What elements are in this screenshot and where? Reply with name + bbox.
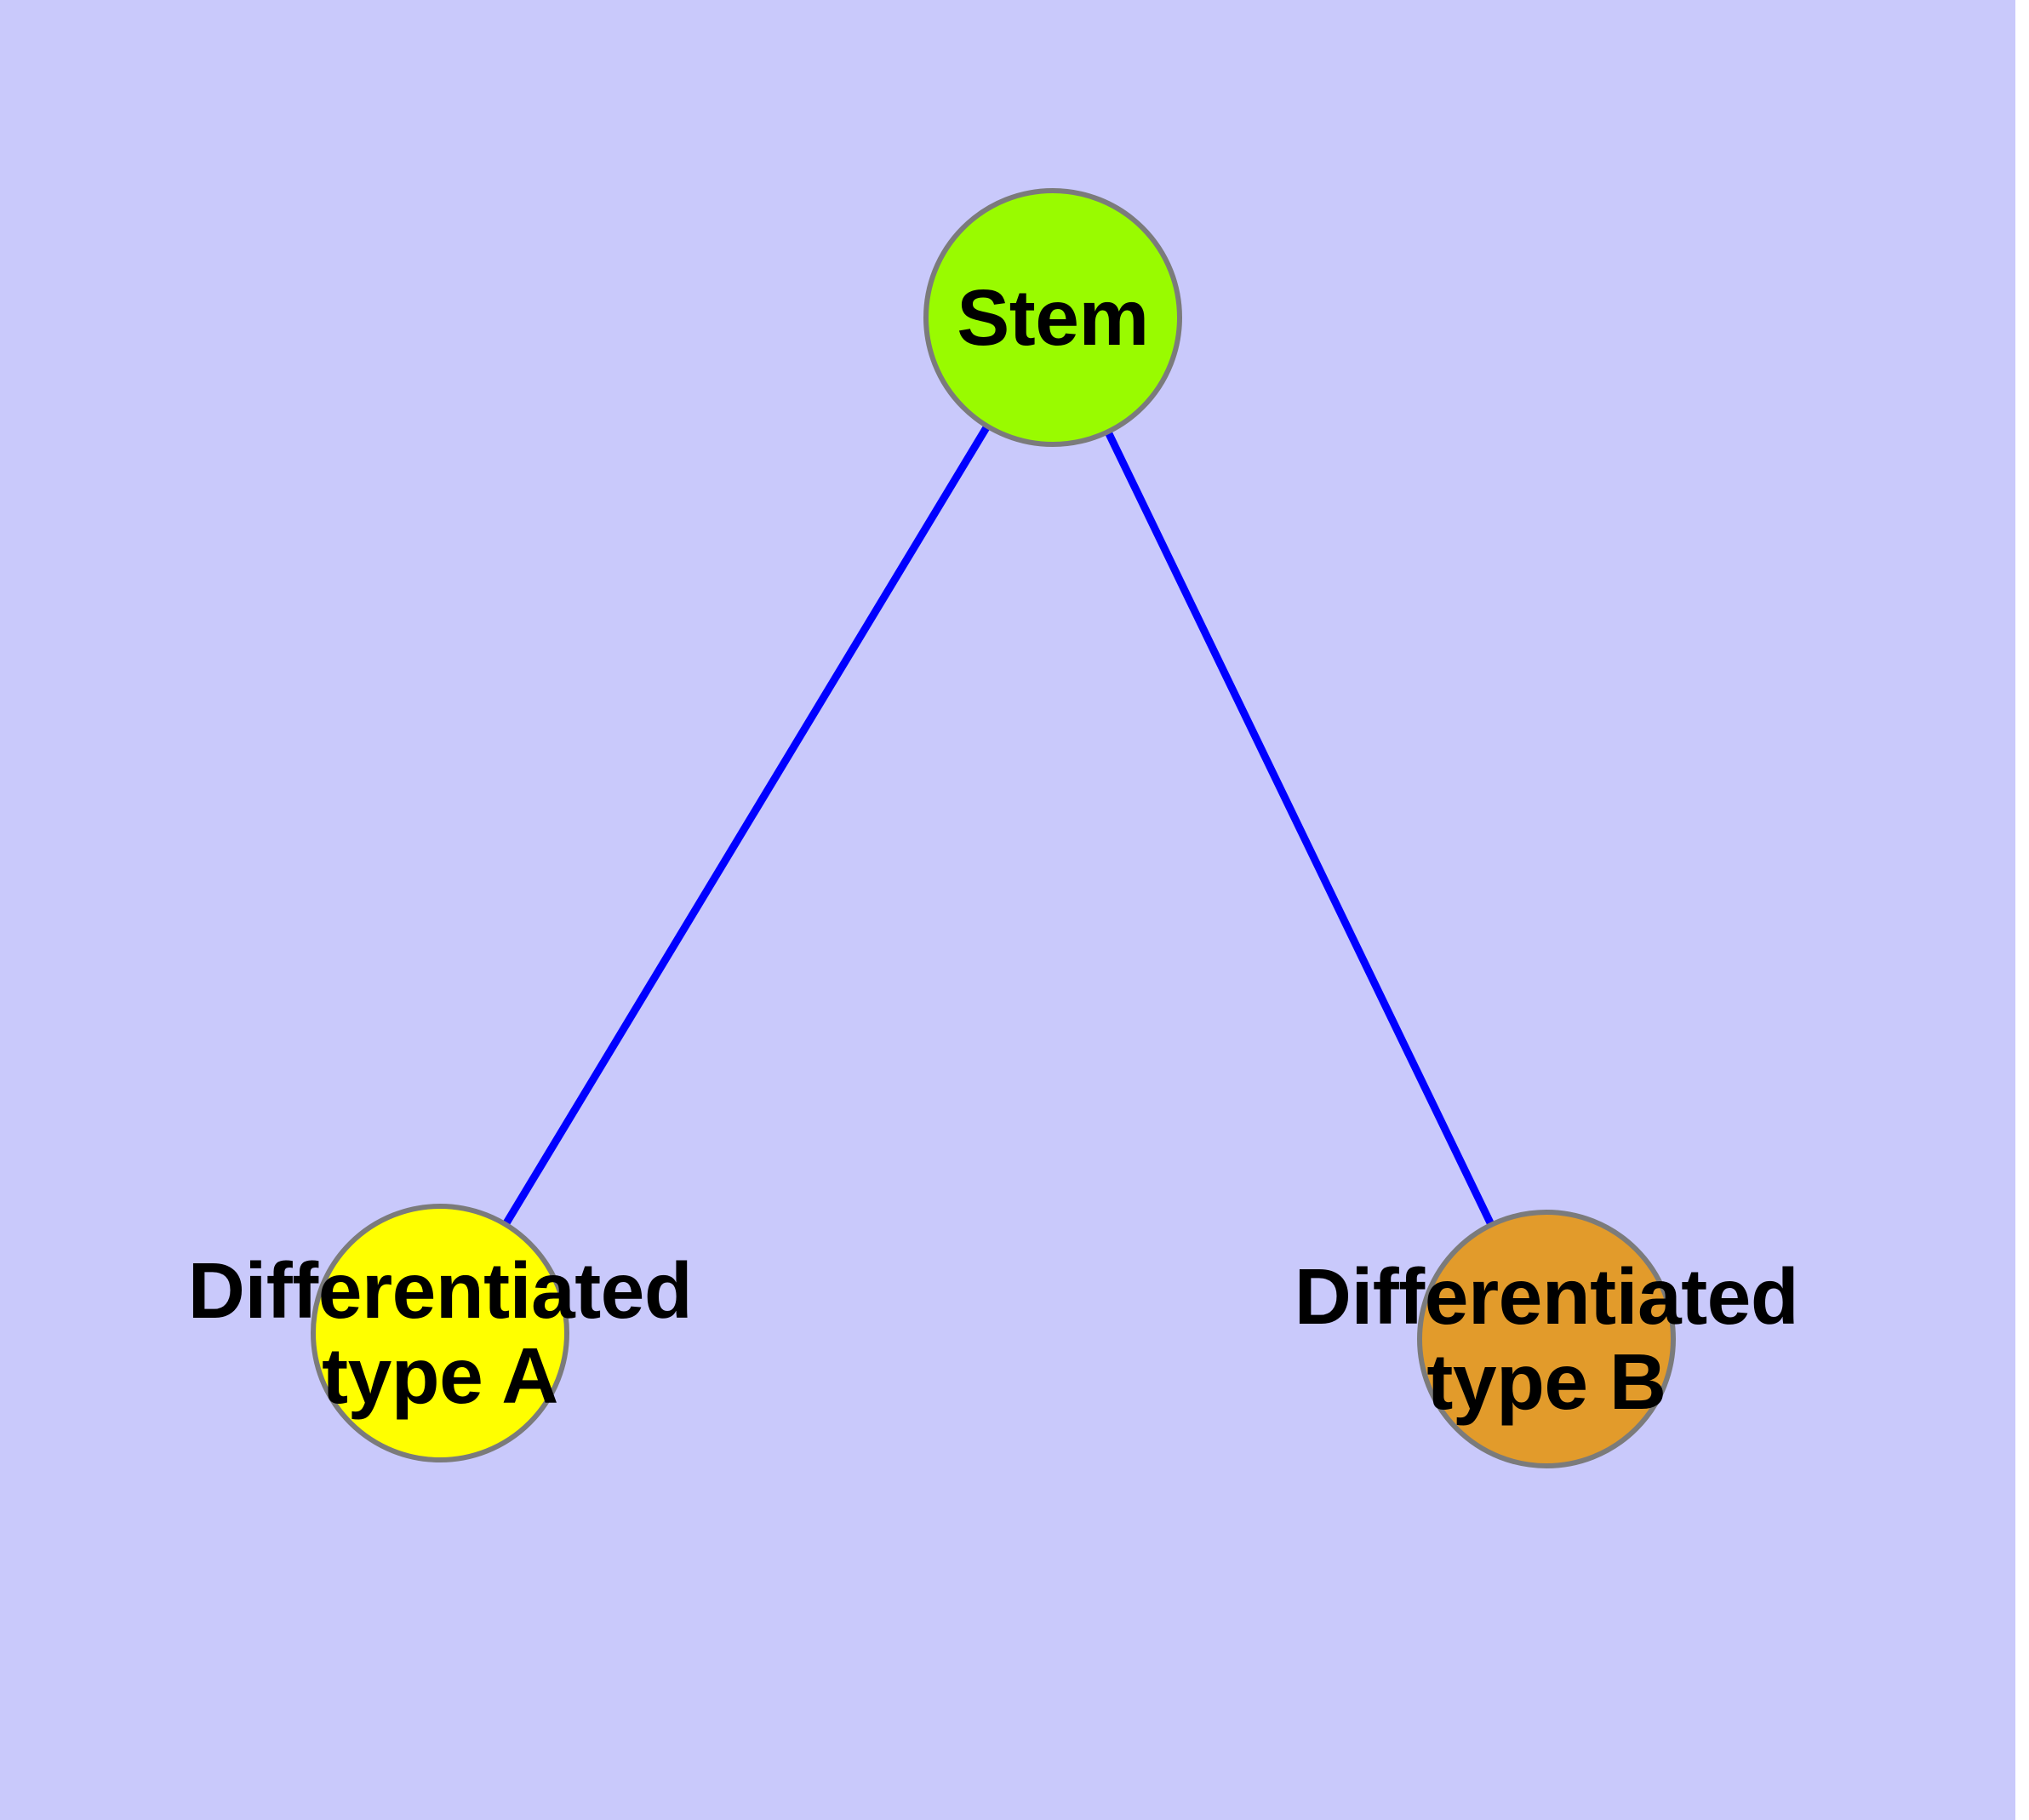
graph-node-differentiated-type-b[interactable] xyxy=(1417,1210,1676,1468)
graph-node-differentiated-type-a[interactable] xyxy=(311,1204,569,1462)
graph-node-stem[interactable] xyxy=(923,188,1182,447)
